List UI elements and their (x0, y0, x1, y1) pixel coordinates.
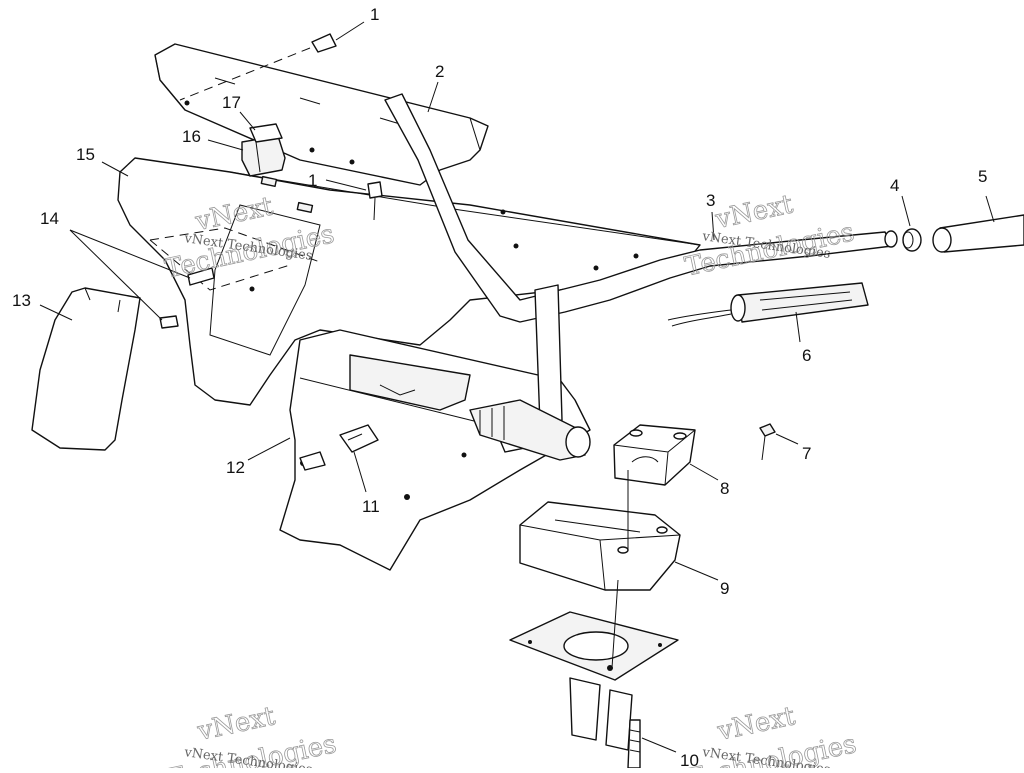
part-2-headlight-pod (154, 43, 489, 186)
callout-14: 14 (40, 209, 59, 228)
callout-11: 11 (362, 497, 380, 516)
mounting-plate (509, 611, 679, 681)
leader-lines (39, 21, 995, 753)
callout-17: 17 (222, 93, 241, 112)
part-7-nut (759, 423, 776, 461)
steering-column (569, 677, 633, 751)
callouts: 1 2 3 4 5 6 7 8 9 10 11 12 13 14 15 16 1… (12, 5, 987, 770)
callout-12: 12 (226, 458, 245, 477)
part-15-body-panel (117, 157, 701, 406)
part-1-fastener-mid (367, 181, 383, 221)
part-13-cover (31, 287, 141, 451)
part-4-end-plug (902, 228, 922, 252)
part-1-fastener-top (179, 33, 337, 101)
part-11-latch (339, 424, 379, 453)
watermark-line1: vNext (714, 701, 798, 747)
callout-10: 10 (680, 751, 699, 768)
callout-9: 9 (720, 579, 729, 598)
part-6-throttle-grip (667, 282, 869, 327)
callout-3: 3 (706, 191, 715, 210)
callout-7: 7 (802, 444, 811, 463)
callout-4: 4 (890, 176, 899, 195)
part-3-handlebar (384, 93, 898, 426)
part-10-bolt (627, 719, 641, 769)
callout-5: 5 (978, 167, 987, 186)
callout-8: 8 (720, 479, 729, 498)
callout-16: 16 (182, 127, 201, 146)
callout-2: 2 (435, 62, 444, 81)
callout-6: 6 (802, 346, 811, 365)
part-14-screws (159, 267, 215, 329)
callout-1-mid: 1 (308, 171, 317, 190)
callout-15: 15 (76, 145, 95, 164)
callout-13: 13 (12, 291, 31, 310)
steering-post (469, 399, 591, 461)
part-16-switch (241, 123, 286, 177)
part-9-clamp-block (519, 501, 681, 591)
watermark-line1: vNext (194, 701, 278, 747)
assembly-lines (611, 470, 629, 669)
part-8-clamp-cap (613, 424, 696, 486)
watermark-line1: vNext (712, 189, 796, 235)
callout-1-top: 1 (370, 5, 379, 24)
part-5-grip (932, 214, 1024, 253)
